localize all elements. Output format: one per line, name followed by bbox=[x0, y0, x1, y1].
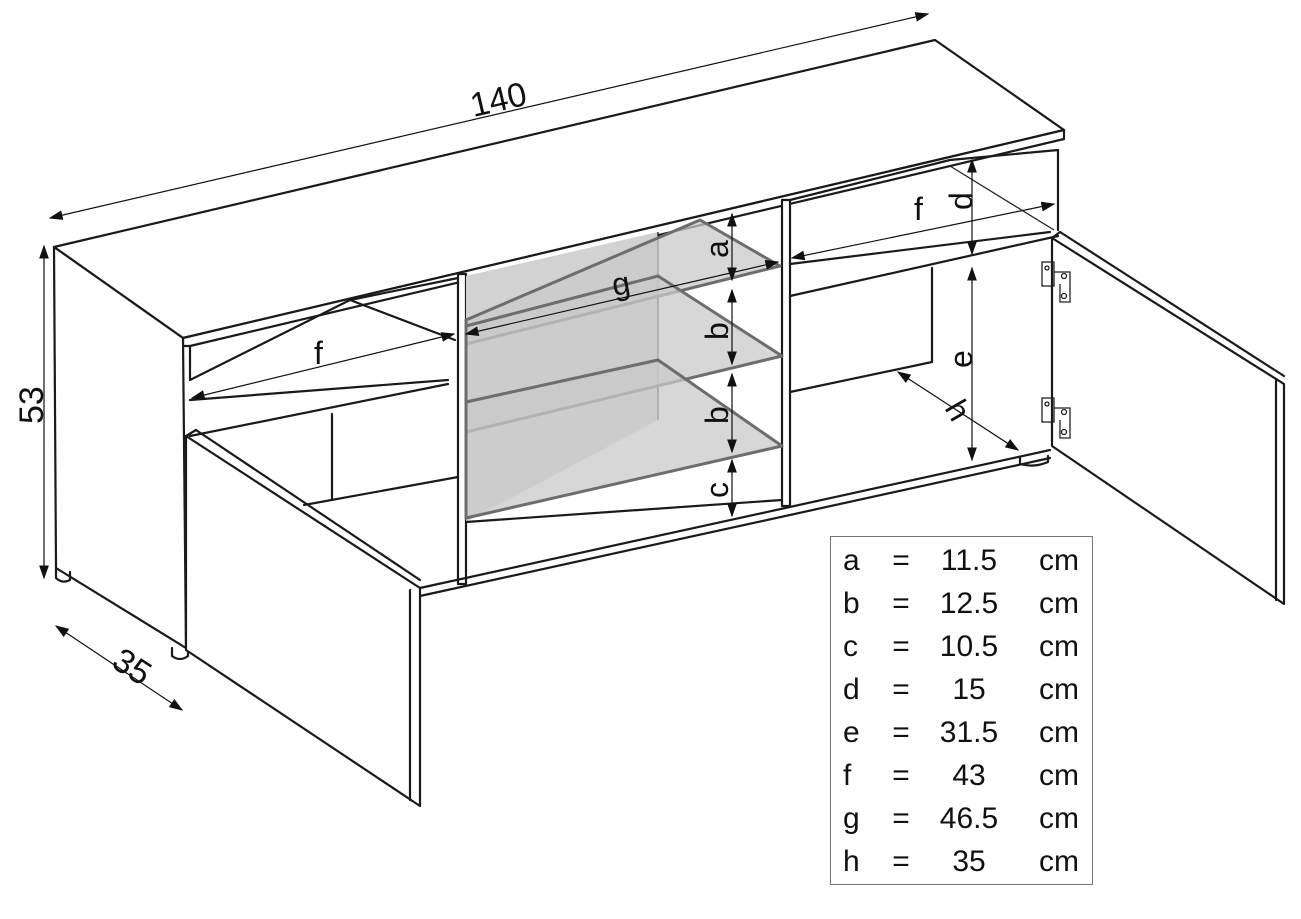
right-shelf-front bbox=[788, 234, 1060, 298]
label-c: c bbox=[699, 482, 735, 498]
depth-dimension-line bbox=[54, 625, 184, 711]
width-label: 140 bbox=[467, 75, 531, 125]
legend-unit: cm bbox=[1039, 844, 1079, 878]
legend-row-c: c = 10.5 cm bbox=[831, 625, 1092, 668]
legend-unit: cm bbox=[1039, 629, 1079, 663]
legend-row-d: d = 15 cm bbox=[831, 668, 1092, 711]
legend-eq: = bbox=[892, 543, 910, 577]
legend-row-g: g = 46.5 cm bbox=[831, 797, 1092, 840]
dimension-h-line bbox=[896, 371, 1020, 451]
left-compartment-top-inner bbox=[348, 298, 457, 342]
right-door-top-edge bbox=[1058, 230, 1286, 378]
foot-left bbox=[54, 566, 72, 583]
foot-right bbox=[1018, 454, 1050, 467]
legend-eq: = bbox=[892, 801, 910, 835]
label-a: a bbox=[699, 240, 735, 258]
legend-eq: = bbox=[892, 844, 910, 878]
legend-key: d bbox=[843, 672, 860, 706]
legend-eq: = bbox=[892, 758, 910, 792]
label-e: e bbox=[943, 350, 979, 368]
left-shelf-edge bbox=[188, 378, 450, 402]
legend-unit: cm bbox=[1039, 586, 1079, 620]
dimension-g-line bbox=[464, 260, 780, 336]
label-f-right: f bbox=[914, 191, 923, 227]
legend-key: e bbox=[843, 715, 860, 749]
left-door-top-edge bbox=[194, 428, 422, 582]
legend-unit: cm bbox=[1039, 758, 1079, 792]
legend-row-b: b = 12.5 cm bbox=[831, 582, 1092, 625]
legend-key: a bbox=[843, 543, 860, 577]
legend-row-h: h = 35 cm bbox=[831, 840, 1092, 883]
legend-value: 11.5 bbox=[940, 543, 998, 577]
dimension-f-left-line bbox=[190, 332, 456, 400]
right-compartment-back-floor bbox=[788, 360, 934, 394]
center-right-partition bbox=[780, 198, 792, 508]
legend-unit: cm bbox=[1039, 715, 1079, 749]
legend-unit: cm bbox=[1039, 672, 1079, 706]
depth-label: 35 bbox=[106, 641, 158, 693]
legend-value: 15 bbox=[952, 672, 986, 706]
left-door bbox=[184, 434, 422, 808]
legend-unit: cm bbox=[1039, 801, 1079, 835]
label-d: d bbox=[943, 192, 979, 210]
legend-key: h bbox=[843, 844, 860, 878]
legend-key: b bbox=[843, 586, 860, 620]
legend-eq: = bbox=[892, 586, 910, 620]
label-g: g bbox=[609, 264, 633, 303]
left-compartment-floor bbox=[302, 475, 460, 507]
legend-row-a: a = 11.5 cm bbox=[831, 539, 1092, 582]
legend-unit: cm bbox=[1039, 543, 1079, 577]
width-dimension-line bbox=[48, 12, 930, 220]
legend-key: c bbox=[843, 629, 858, 663]
dimension-legend: a = 11.5 cm b = 12.5 cm c = 10.5 cm d = … bbox=[830, 536, 1093, 885]
right-shelf-edge bbox=[788, 230, 1052, 266]
dimension-f-right-line bbox=[790, 201, 1056, 261]
right-door bbox=[1050, 236, 1286, 606]
glass-shelf-lower bbox=[464, 358, 784, 520]
legend-value: 35 bbox=[952, 844, 986, 878]
label-b-upper: b bbox=[699, 322, 735, 340]
cabinet-bottom-inner bbox=[418, 448, 1052, 590]
legend-value: 12.5 bbox=[939, 586, 999, 620]
legend-value: 43 bbox=[952, 758, 986, 792]
legend-value: 31.5 bbox=[939, 715, 999, 749]
legend-value: 10.5 bbox=[939, 629, 999, 663]
legend-row-f: f = 43 cm bbox=[831, 754, 1092, 797]
legend-key: g bbox=[843, 801, 860, 835]
left-shelf-front bbox=[188, 382, 450, 438]
legend-key: f bbox=[843, 758, 852, 792]
label-b-lower: b bbox=[699, 406, 735, 424]
label-f-left: f bbox=[314, 335, 323, 371]
hinge-lower-icon bbox=[1041, 397, 1071, 439]
height-label: 53 bbox=[13, 386, 51, 424]
left-door-top-corner bbox=[184, 428, 198, 438]
hinge-upper-icon bbox=[1041, 261, 1071, 303]
legend-eq: = bbox=[892, 629, 910, 663]
legend-row-e: e = 31.5 cm bbox=[831, 711, 1092, 754]
legend-eq: = bbox=[892, 715, 910, 749]
legend-eq: = bbox=[892, 672, 910, 706]
legend-value: 46.5 bbox=[939, 801, 999, 835]
